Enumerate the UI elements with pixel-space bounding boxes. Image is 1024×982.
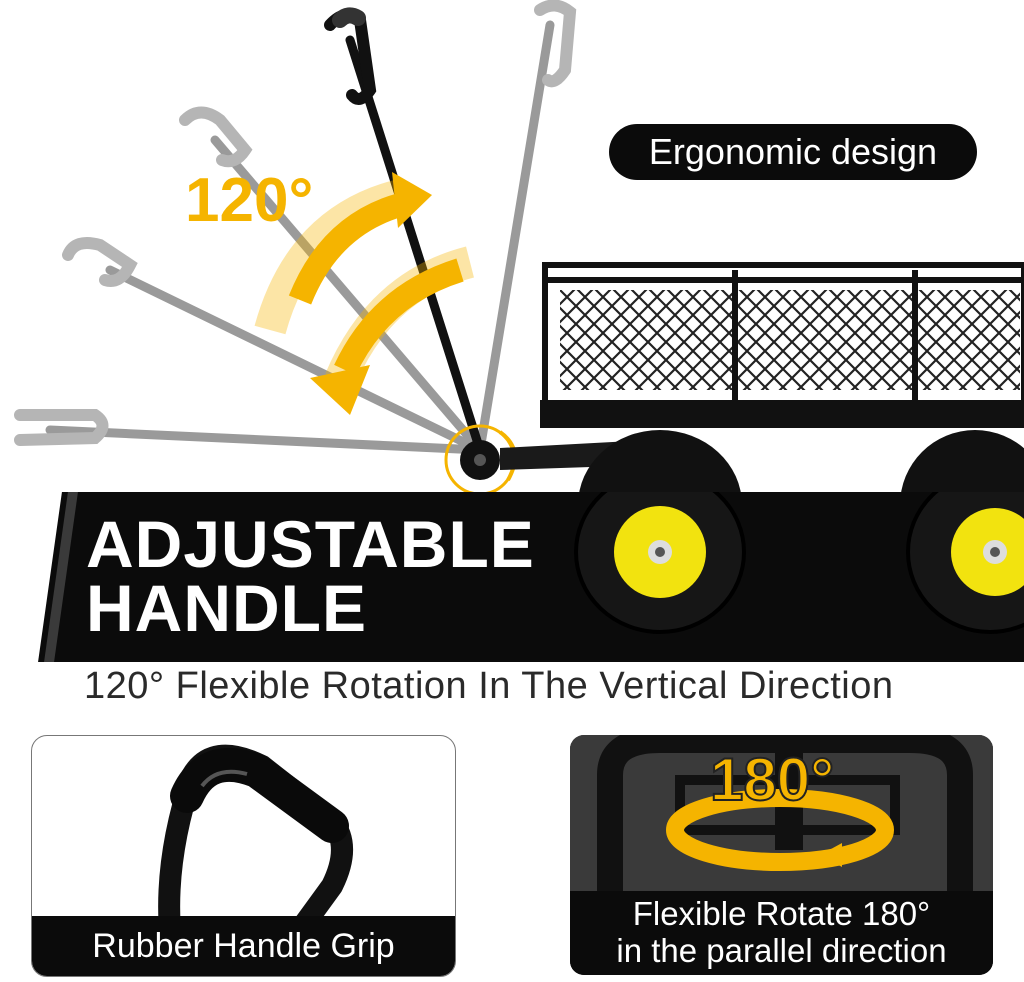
front-wheel-icon <box>574 492 746 634</box>
rotation-180-label: 180° <box>709 745 835 814</box>
active-handle <box>324 7 485 455</box>
pivot-joint <box>444 424 517 496</box>
ghost-handle-positions <box>14 0 577 455</box>
rotate-180-panel: 180° Flexible Rotate 180° in the paralle… <box>570 735 993 975</box>
rotate-180-caption-line-2: in the parallel direction <box>616 932 947 969</box>
rubber-grip-panel: Rubber Handle Grip <box>31 735 456 977</box>
rubber-grip-caption: Rubber Handle Grip <box>32 916 455 976</box>
headline-line-2: HANDLE <box>86 571 367 645</box>
wheels-foreground <box>574 492 1024 634</box>
rubber-handle-grip-icon <box>158 744 353 976</box>
headline-line-1: ADJUSTABLE <box>86 507 535 581</box>
rear-wheel-icon <box>906 492 1024 634</box>
rotate-180-caption: Flexible Rotate 180° in the parallel dir… <box>570 891 993 975</box>
rotation-arrows-icon <box>254 172 475 415</box>
rotate-180-caption-line-1: Flexible Rotate 180° <box>632 895 931 932</box>
subtitle: 120° Flexible Rotation In The Vertical D… <box>84 665 894 707</box>
front-wheel <box>578 430 742 500</box>
rotation-angle-label: 120° <box>185 166 314 235</box>
mesh-cart-body <box>540 262 1024 428</box>
ergonomic-design-badge: Ergonomic design <box>609 124 977 180</box>
rear-wheel <box>900 430 1024 500</box>
wagon-handle-illustration <box>14 0 1024 500</box>
headline-banner <box>0 492 1024 662</box>
headline: ADJUSTABLE HANDLE <box>86 507 535 645</box>
